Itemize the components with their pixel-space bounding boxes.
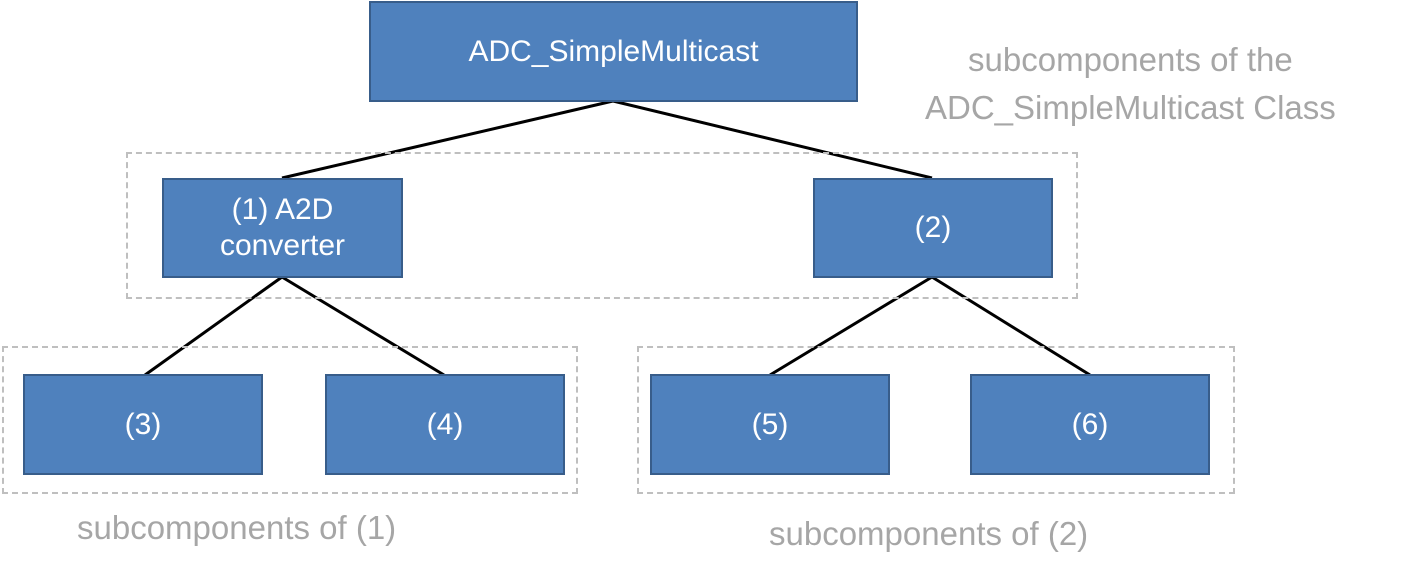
group-root-subcomponents [126,152,1078,299]
group-2-subcomponents [637,346,1235,494]
caption-group-2: subcomponents of (2) [769,515,1089,552]
caption-root-group: subcomponents of the ADC_SimpleMulticast… [925,36,1336,132]
edge-2-to-5 [769,275,933,377]
caption-group-1: subcomponents of (1) [77,509,397,546]
caption-root-group-line2: ADC_SimpleMulticast Class [925,88,1336,126]
node-root: ADC_SimpleMulticast [369,1,858,102]
node-1-label: (1) A2D converter [219,193,346,262]
edge-2-to-6 [931,275,1091,377]
node-1: (1) A2D converter [162,178,403,278]
edge-root-to-1 [281,99,614,180]
caption-root-group-line1: subcomponents of the [968,41,1293,78]
edge-1-to-3 [144,275,283,377]
edge-1-to-4 [281,275,445,377]
node-5: (5) [650,374,890,475]
node-2: (2) [813,178,1053,278]
node-6: (6) [970,374,1210,475]
node-4: (4) [325,374,565,475]
edge-root-to-2 [612,99,933,180]
group-1-subcomponents [2,346,578,494]
node-3: (3) [23,374,263,475]
